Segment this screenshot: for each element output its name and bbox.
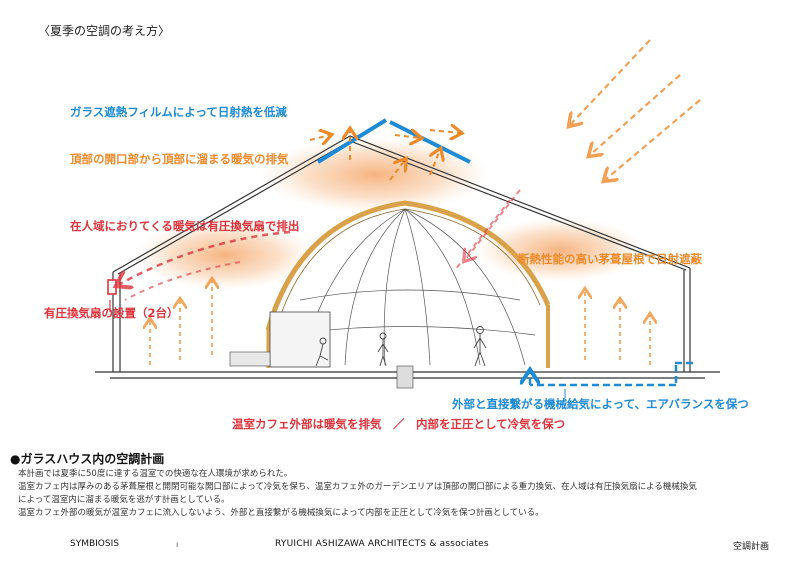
paragraph-line: によって温室内に溜まる暖気を逃がす計画としている。 xyxy=(18,495,230,505)
top-exhaust-arrows xyxy=(309,130,460,181)
warm-air-glow xyxy=(135,220,315,290)
label-fan-install: 有圧換気扇の設置（2台） xyxy=(44,306,179,320)
footer-dot: ı xyxy=(176,540,179,549)
paragraph-line: 温室カフェ外部の暖気が温室カフェに流入しないよう、外部と直接繋がる機械換気によっ… xyxy=(18,508,544,518)
footer-left: SYMBIOSIS xyxy=(70,539,119,549)
glass-film-mark xyxy=(316,118,388,164)
thatch-dome xyxy=(265,200,551,331)
footer-center: RYUICHI ASHIZAWA ARCHITECTS & associates xyxy=(275,539,489,549)
rising-air-arrows xyxy=(150,280,650,365)
label-thatch-roof: 断熱性能の高い茅葺屋根で日射遮蔽 xyxy=(518,252,702,266)
warm-air-glow xyxy=(475,218,645,282)
human-figures xyxy=(315,326,487,367)
label-pressure-fan-exhaust: 在人域におりてくる暖気は有圧換気扇で排出 xyxy=(70,219,300,233)
pressure-fan xyxy=(107,279,117,295)
footer-right: 空調計画 xyxy=(733,542,770,552)
foundation xyxy=(396,365,414,389)
section-title: ●ガラスハウス内の空調計画 xyxy=(10,452,165,466)
dome-ribs xyxy=(284,208,536,366)
kiosk xyxy=(269,311,331,368)
warm-air-glow xyxy=(260,137,490,213)
sunlight-arrows xyxy=(570,39,701,180)
page-heading: 〈夏季の空調の考え方〉 xyxy=(38,24,171,38)
glass-film-mark xyxy=(389,120,471,164)
label-mech-supply: 外部と直接繋がる機械給気によって、エアバランスを保つ xyxy=(452,397,749,411)
paragraph-line: 本計画では夏季に50度に達する温室での快適な在人環境が求められた。 xyxy=(18,469,293,479)
mech-supply-duct xyxy=(530,361,696,387)
label-bottom-statement: 温室カフェ外部は暖気を排気 ／ 内部を正圧として冷気を保つ xyxy=(232,417,566,431)
label-glass-film: ガラス遮熱フィルムによって日射熱を低減 xyxy=(70,105,287,119)
label-top-opening: 頂部の開口部から頂部に溜まる暖気の排気 xyxy=(70,152,289,166)
paragraph-line: 温室カフェ内は厚みのある茅葺屋根と開閉可能な開口部によって冷気を保ち、温室カフェ… xyxy=(18,482,697,492)
sunlight-arrows-red xyxy=(454,189,521,271)
red-exhaust-arrow xyxy=(118,230,291,285)
